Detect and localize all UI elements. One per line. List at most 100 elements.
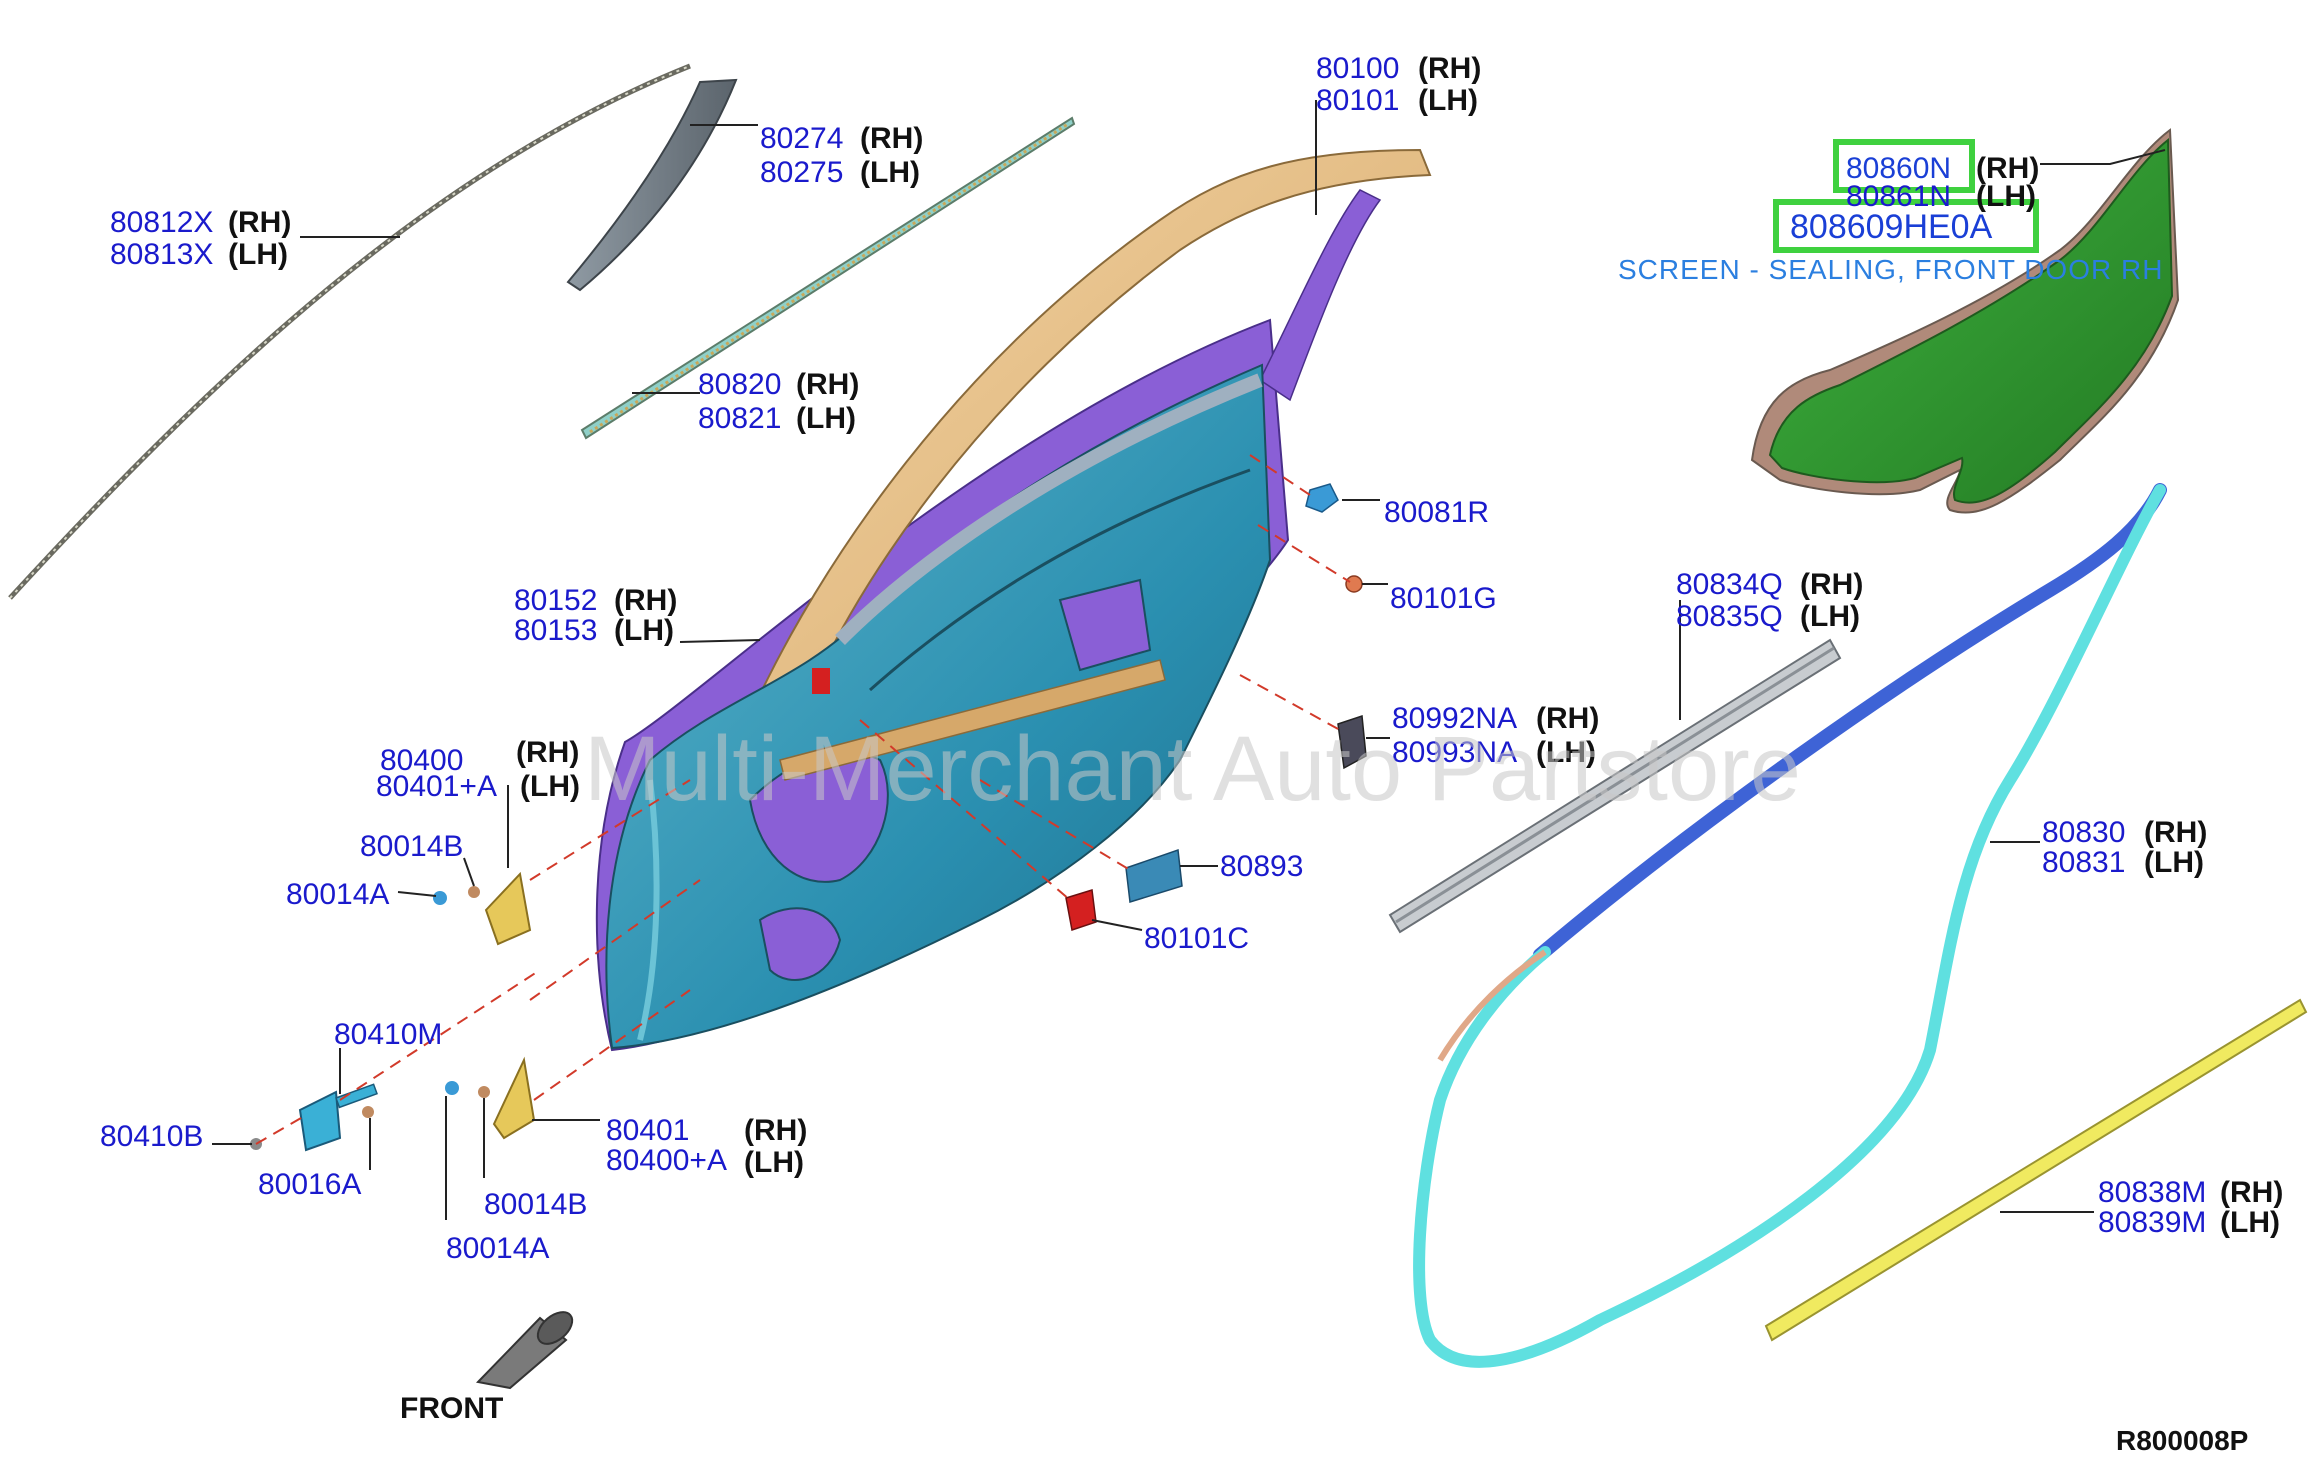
pn-80838M[interactable]: 80838M: [2098, 1176, 2206, 1209]
side-rh: (RH): [796, 368, 859, 401]
assembly-line-4: [859, 719, 1071, 901]
watermark: Multi-Merchant Auto Partstore: [584, 718, 1801, 820]
pn-80401[interactable]: 80401: [606, 1114, 689, 1147]
pn-80410M[interactable]: 80410M: [334, 1018, 442, 1051]
front-label: FRONT: [400, 1392, 503, 1425]
bolt-lower-shape: [445, 1081, 459, 1095]
pn-80861N[interactable]: 80861N: [1846, 180, 1951, 213]
pn-80014B-top[interactable]: 80014B: [360, 830, 463, 863]
pn-80014A-bot[interactable]: 80014A: [446, 1232, 549, 1265]
weatherstrip-lower: [1413, 484, 2166, 1368]
leader-80014B-top: [463, 857, 475, 887]
side-lh: (LH): [744, 1146, 804, 1179]
side-lh: (LH): [2220, 1206, 2280, 1239]
side-rh: (RH): [1536, 702, 1599, 735]
door-inner-beam: [779, 659, 1166, 781]
pn-80893[interactable]: 80893: [1220, 850, 1303, 883]
side-lh: (LH): [1976, 180, 2036, 213]
pn-80992NA[interactable]: 80992NA: [1392, 702, 1517, 735]
side-lh: (LH): [1800, 600, 1860, 633]
side-lh: (LH): [1536, 736, 1596, 769]
pn-80993NA[interactable]: 80993NA: [1392, 736, 1517, 769]
highlight-box-80860N: [1833, 139, 1975, 193]
side-lh: (LH): [520, 770, 580, 803]
bolt-upper-shape: [433, 891, 447, 905]
pn-80101C[interactable]: 80101C: [1144, 922, 1249, 955]
pn-80014B-bot[interactable]: 80014B: [484, 1188, 587, 1221]
leader-80101C: [1091, 919, 1143, 931]
pn-80100[interactable]: 80100: [1316, 52, 1399, 85]
bracket-80992NA-shape: [1337, 714, 1367, 770]
leader-80860N: [2040, 149, 2166, 165]
door-check-arm: [335, 1083, 378, 1109]
pn-80831[interactable]: 80831: [2042, 846, 2125, 879]
pn-80834Q[interactable]: 80834Q: [1676, 568, 1783, 601]
side-rh: (RH): [2144, 816, 2207, 849]
side-rh: (RH): [1800, 568, 1863, 601]
nut-80016A-shape: [362, 1106, 374, 1118]
assembly-line-1: [1249, 454, 1311, 496]
pn-80820[interactable]: 80820: [698, 368, 781, 401]
pn-80812X[interactable]: 80812X: [110, 206, 213, 239]
pn-80839M[interactable]: 80839M: [2098, 1206, 2206, 1239]
roof-molding-shape: [8, 63, 691, 600]
roof-molding-texture: [9, 65, 691, 599]
pn-80274[interactable]: 80274: [760, 122, 843, 155]
assembly-line-7: [529, 879, 701, 1001]
pn-80860N[interactable]: 80860N: [1846, 152, 1951, 185]
pn-80830[interactable]: 80830: [2042, 816, 2125, 849]
hinge-lower-shape: [492, 1056, 536, 1140]
pn-80014A-top[interactable]: 80014A: [286, 878, 389, 911]
clip-80081R-shape: [1305, 483, 1339, 513]
pad-80101C-shape: [1065, 889, 1097, 931]
pn-80813X[interactable]: 80813X: [110, 238, 213, 271]
side-lh: (LH): [614, 614, 674, 647]
pn-80101[interactable]: 80101: [1316, 84, 1399, 117]
side-lh: (LH): [860, 156, 920, 189]
side-rh: (RH): [860, 122, 923, 155]
pn-80400[interactable]: 80400: [380, 744, 463, 777]
sealing-screen-green: [1768, 137, 2174, 504]
side-rh: (RH): [1976, 152, 2039, 185]
door-inner-shell-shape: [605, 363, 1272, 1050]
weatherstrip-upper: [1533, 483, 2167, 962]
side-rh: (RH): [516, 736, 579, 769]
grommet-80101G-shape: [1345, 575, 1363, 593]
assembly-line-5: [979, 779, 1131, 871]
hinge-upper-shape: [484, 871, 532, 946]
weatherstrip-corner: [1437, 949, 1547, 1062]
pn-80016A[interactable]: 80016A: [258, 1168, 361, 1201]
side-rh: (RH): [744, 1114, 807, 1147]
pn-80153[interactable]: 80153: [514, 614, 597, 647]
nut-lower-shape: [478, 1086, 490, 1098]
pad-80893-shape: [1125, 848, 1183, 903]
assembly-line-8: [533, 989, 691, 1101]
pn-80401-plus-a[interactable]: 80401+A: [376, 770, 497, 803]
pn-80410B[interactable]: 80410B: [100, 1120, 203, 1153]
door-inner-rail-2: [869, 468, 1251, 692]
pn-80275[interactable]: 80275: [760, 156, 843, 189]
nut-upper-shape: [468, 886, 480, 898]
door-sash-shape: [746, 148, 1432, 742]
door-red-mark: [812, 668, 830, 694]
leader-80152: [679, 639, 761, 643]
diagram-code: R800008P: [2116, 1425, 2248, 1456]
pn-80835Q[interactable]: 80835Q: [1676, 600, 1783, 633]
assembly-line-2: [1257, 524, 1351, 583]
door-inner-rail: [835, 373, 1263, 645]
door-sash-purple-shape: [1259, 189, 1382, 402]
pn-808609HE0A[interactable]: 808609HE0A: [1790, 208, 1993, 246]
pn-80152[interactable]: 80152: [514, 584, 597, 617]
pn-80400-plus-a[interactable]: 80400+A: [606, 1144, 727, 1177]
pn-80821[interactable]: 80821: [698, 402, 781, 435]
door-inner-rail-3: [637, 779, 660, 1041]
pn-80101G[interactable]: 80101G: [1390, 582, 1497, 615]
side-lh: (LH): [228, 238, 288, 271]
side-lh: (LH): [2144, 846, 2204, 879]
side-rh: (RH): [614, 584, 677, 617]
highlight-box-808609HE0A[interactable]: [1773, 199, 2039, 253]
pn-80081R[interactable]: 80081R: [1384, 496, 1489, 529]
belt-molding-inner-line: [1395, 646, 1835, 924]
belt-molding-outer-texture: [589, 122, 1069, 434]
